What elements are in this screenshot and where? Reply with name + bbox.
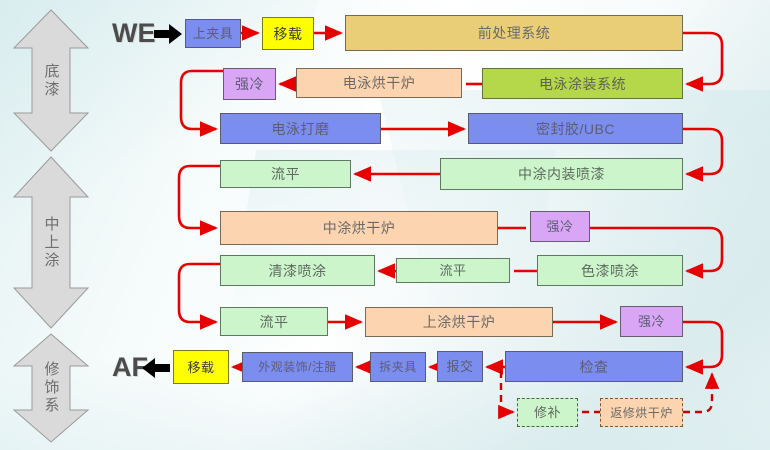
phase-label: 修饰系	[42, 361, 60, 415]
process-node-label: 返修烘干炉	[610, 405, 673, 420]
process-node-n19[interactable]: 移载	[173, 350, 229, 384]
entry-tag: WE	[112, 18, 156, 48]
process-node-n22[interactable]: 报交	[437, 351, 483, 382]
process-node-n24[interactable]: 修补	[517, 398, 578, 427]
process-node-label: 上涂烘干炉	[422, 314, 496, 330]
process-node-n01[interactable]: 上夹具	[185, 19, 241, 48]
process-node-label: 上夹具	[192, 26, 234, 41]
process-node-label: 流平	[259, 313, 289, 330]
process-node-label: 前处理系统	[477, 25, 551, 41]
process-node-n10[interactable]: 中涂内装喷漆	[440, 158, 683, 190]
process-node-n06[interactable]: 电泳涂装系统	[482, 68, 683, 99]
process-node-label: 流平	[439, 263, 467, 278]
process-node-label: 移载	[273, 25, 303, 42]
process-node-n16[interactable]: 流平	[220, 307, 328, 336]
process-node-label: 修补	[533, 405, 561, 420]
process-node-n09[interactable]: 流平	[220, 160, 351, 188]
process-node-n11[interactable]: 中涂烘干炉	[220, 211, 498, 245]
process-node-n23[interactable]: 检查	[505, 351, 683, 382]
process-node-label: 移载	[187, 359, 215, 375]
process-node-n04[interactable]: 强冷	[223, 68, 276, 100]
process-node-n18[interactable]: 强冷	[620, 306, 683, 337]
process-node-label: 检查	[579, 358, 609, 375]
process-node-n20[interactable]: 外观装饰/注腊	[242, 352, 353, 382]
process-node-label: 中涂内装喷漆	[518, 166, 605, 182]
process-node-label: 密封胶/UBC	[536, 120, 615, 137]
process-node-n07[interactable]: 电泳打磨	[220, 113, 381, 144]
process-node-n05[interactable]: 电泳烘干炉	[296, 68, 462, 98]
process-node-n08[interactable]: 密封胶/UBC	[468, 113, 683, 144]
process-node-n15[interactable]: 色漆喷涂	[537, 255, 683, 286]
entry-arrow-icon	[154, 24, 182, 44]
process-node-label: 电泳涂装系统	[539, 75, 626, 92]
exit-arrow-icon	[142, 358, 170, 378]
process-node-n03[interactable]: 前处理系统	[345, 15, 683, 51]
process-node-label: 拆夹具	[379, 360, 417, 374]
phase-band-2: 修饰系	[12, 332, 90, 444]
phase-band-1: 中上涂	[12, 155, 90, 330]
process-node-label: 报交	[446, 359, 474, 374]
process-node-label: 电泳打磨	[271, 120, 330, 137]
process-node-label: 强冷	[637, 314, 665, 329]
process-node-label: 中涂烘干炉	[322, 220, 396, 236]
phase-label: 底漆	[42, 62, 60, 99]
process-node-label: 电泳烘干炉	[342, 75, 416, 91]
process-node-label: 强冷	[546, 219, 574, 234]
process-node-label: 色漆喷涂	[581, 262, 639, 279]
process-node-n17[interactable]: 上涂烘干炉	[365, 307, 553, 337]
process-node-label: 强冷	[235, 76, 264, 92]
process-node-label: 外观装饰/注腊	[258, 360, 337, 374]
phase-label: 中上涂	[42, 215, 60, 270]
process-node-label: 流平	[271, 166, 300, 182]
process-node-n02[interactable]: 移载	[262, 17, 314, 50]
phase-band-0: 底漆	[12, 8, 90, 153]
process-node-label: 清漆喷涂	[268, 262, 327, 279]
process-node-n25[interactable]: 返修烘干炉	[600, 398, 683, 427]
process-node-n12[interactable]: 强冷	[530, 211, 590, 242]
process-node-n13[interactable]: 清漆喷涂	[220, 255, 375, 286]
process-node-n14[interactable]: 流平	[396, 258, 510, 283]
process-node-n21[interactable]: 拆夹具	[370, 352, 426, 382]
